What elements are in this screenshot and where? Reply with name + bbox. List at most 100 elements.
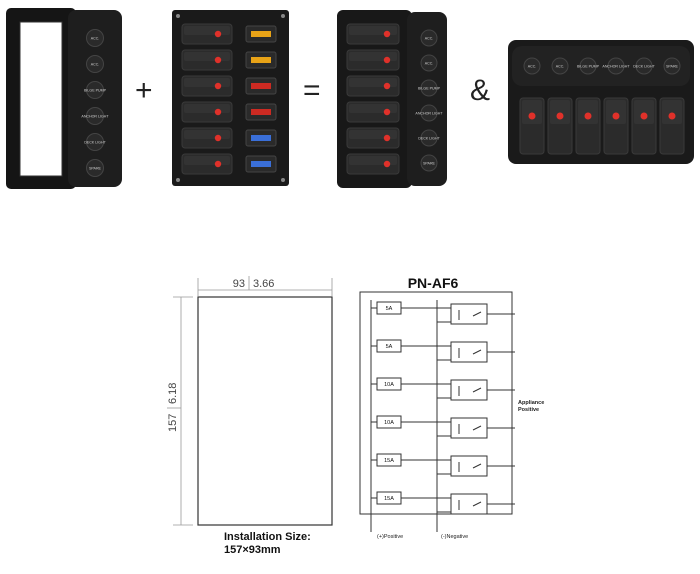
schematic-title: PN-AF6 xyxy=(408,275,459,291)
button-label: ANCHOR LIGHT xyxy=(81,115,109,119)
fuse-rating-label: 15A xyxy=(384,496,394,502)
rocker-switch-column xyxy=(346,23,400,175)
button-label: BILGE PUMP xyxy=(418,87,441,91)
label-button: ACC. xyxy=(86,29,104,47)
schematic-row: 15A xyxy=(371,491,515,515)
label-button: DECK LIGHT xyxy=(418,129,441,147)
fuse xyxy=(245,25,277,43)
rocker-switch xyxy=(631,97,657,155)
fuse-rating-label: 5A xyxy=(386,306,393,312)
fuse-rating-label: 10A xyxy=(384,420,394,426)
button-label: ANCHOR LIGHT xyxy=(415,112,443,116)
equals-operator: = xyxy=(303,74,321,107)
fuse-rating-label: 10A xyxy=(384,382,394,388)
label-button: ACC. xyxy=(523,57,541,75)
button-label: DECK LIGHT xyxy=(84,141,106,145)
fuse xyxy=(245,51,277,69)
button-label: SPARE xyxy=(666,65,679,69)
button-label: ACC. xyxy=(425,37,434,41)
fuse-rating-label: 15A xyxy=(384,458,394,464)
label-button: ACC. xyxy=(551,57,569,75)
led-indicator xyxy=(383,160,391,168)
fuse xyxy=(245,129,277,147)
led-indicator xyxy=(640,112,648,120)
installation-caption: Installation Size: 157×93mm xyxy=(224,531,311,557)
rocker-switch xyxy=(181,153,233,175)
label-button: SPARE xyxy=(86,159,104,177)
appliance-label-2: Positive xyxy=(518,407,539,413)
button-label: SPARE xyxy=(423,162,436,166)
fuse xyxy=(245,77,277,95)
led-indicator xyxy=(214,134,222,142)
rocker-switch-row xyxy=(519,97,685,155)
led-indicator xyxy=(214,82,222,90)
led-indicator xyxy=(214,56,222,64)
label-button: ACC. xyxy=(420,29,438,47)
installation-size-label: Installation Size: xyxy=(224,531,311,543)
led-indicator xyxy=(383,134,391,142)
label-button-column: ACC. ACC. BILGE PUMP ANCHOR LIGHT DECK LIGHT… xyxy=(415,29,443,172)
label-button: DECK LIGHT xyxy=(84,133,107,151)
led-indicator xyxy=(383,30,391,38)
label-button: DECK LIGHT xyxy=(633,57,656,75)
fuse-column xyxy=(245,25,277,173)
label-button: ANCHOR LIGHT xyxy=(415,104,443,122)
button-label: ACC. xyxy=(425,62,434,66)
schematic-row: 10A xyxy=(371,415,515,439)
height-mm-label: 157 xyxy=(167,414,179,432)
assembled-panel-image: ACC. ACC. BILGE PUMP ANCHOR LIGHT DECK LIGHT… xyxy=(337,10,447,188)
fuse-switch-rows: 5A 5A 10A 10A 15A 15A xyxy=(371,301,515,515)
rocker-switch xyxy=(181,127,233,149)
rocker-switch xyxy=(519,97,545,155)
label-button: SPARE xyxy=(663,57,681,75)
led-indicator xyxy=(383,56,391,64)
switch-fuse-panel-image xyxy=(172,10,289,186)
button-label: DECK LIGHT xyxy=(633,65,655,69)
rocker-switch xyxy=(346,153,400,175)
led-indicator xyxy=(383,82,391,90)
installation-size-value: 157×93mm xyxy=(224,544,281,556)
schematic-row: 10A xyxy=(371,377,515,401)
rocker-switch xyxy=(575,97,601,155)
panel-outline xyxy=(197,296,333,526)
led-indicator xyxy=(214,108,222,116)
rocker-switch xyxy=(346,23,400,45)
button-label: ANCHOR LIGHT xyxy=(602,65,630,69)
rocker-switch xyxy=(547,97,573,155)
label-button: ACC. xyxy=(86,55,104,73)
rocker-switch xyxy=(346,101,400,123)
fuse xyxy=(245,155,277,173)
schematic-row: 5A xyxy=(371,339,515,363)
button-label: BILGE PUMP xyxy=(577,65,600,69)
led-indicator xyxy=(556,112,564,120)
led-indicator xyxy=(214,160,222,168)
button-label: ACC. xyxy=(528,65,537,69)
schematic-row: 5A xyxy=(371,301,515,325)
label-button: SPARE xyxy=(420,154,438,172)
label-button-column: ACC. ACC. BILGE PUMP ANCHOR LIGHT DECK LIGHT… xyxy=(81,29,109,177)
height-in-label: 6.18 xyxy=(167,383,179,404)
schematic-border xyxy=(359,291,513,515)
label-button: BILGE PUMP xyxy=(418,79,441,97)
led-indicator xyxy=(383,108,391,116)
button-label: ACC. xyxy=(556,65,565,69)
led-indicator xyxy=(528,112,536,120)
plus-operator: + xyxy=(135,74,153,107)
rocker-switch xyxy=(346,49,400,71)
button-label: DECK LIGHT xyxy=(418,137,440,141)
width-mm-label: 93 xyxy=(233,278,245,290)
bezel-frame-image: ACC. ACC. BILGE PUMP ANCHOR LIGHT DECK LIGHT… xyxy=(6,8,122,189)
negative-label: (-)Negative xyxy=(441,534,468,540)
led-indicator xyxy=(584,112,592,120)
label-button: BILGE PUMP xyxy=(577,57,600,75)
label-button: ACC. xyxy=(420,54,438,72)
label-button: ANCHOR LIGHT xyxy=(81,107,109,125)
rocker-switch-column xyxy=(181,23,233,175)
button-label: ACC. xyxy=(91,63,100,67)
dimension-drawing: 93 3.66 157 6.18 xyxy=(167,276,333,526)
positive-label: (+)Positive xyxy=(377,534,403,540)
and-operator: & xyxy=(470,74,491,107)
label-button: BILGE PUMP xyxy=(84,81,107,99)
rocker-switch xyxy=(181,23,233,45)
